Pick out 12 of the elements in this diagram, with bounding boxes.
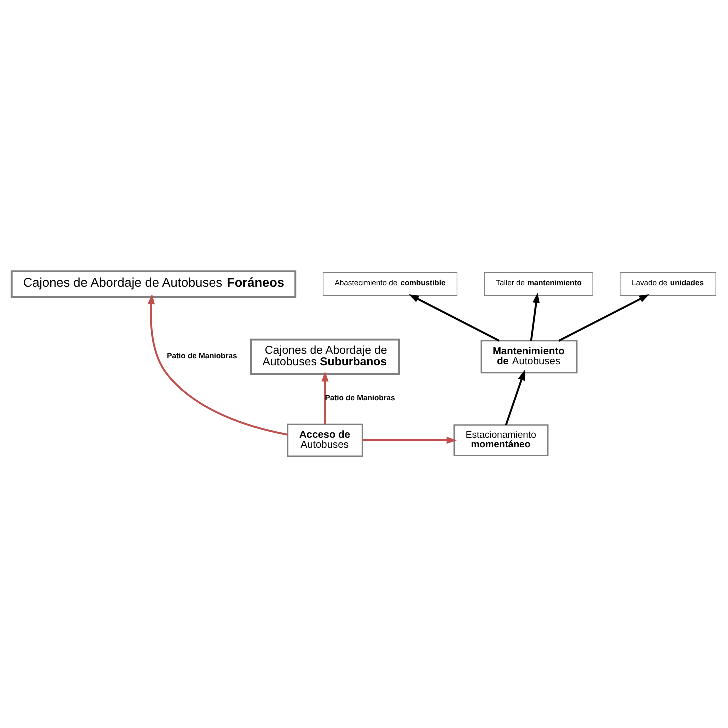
node-box: Cajones de Abordaje de Autobuses Foráneos xyxy=(10,270,297,298)
arrow xyxy=(148,294,288,436)
node-box: Mantenimiento de Autobuses xyxy=(480,340,578,374)
arrow xyxy=(505,370,526,426)
arrow xyxy=(530,292,540,342)
arrow xyxy=(558,294,650,342)
node-box: Acceso de Autobuses xyxy=(287,424,364,458)
node-box: Cajones de Abordaje de Autobuses Suburbanos xyxy=(250,338,400,376)
arrow xyxy=(362,436,458,444)
arrow xyxy=(408,294,500,342)
node-box: Estacionamiento momentáneo xyxy=(454,424,549,456)
arrow xyxy=(322,372,329,424)
